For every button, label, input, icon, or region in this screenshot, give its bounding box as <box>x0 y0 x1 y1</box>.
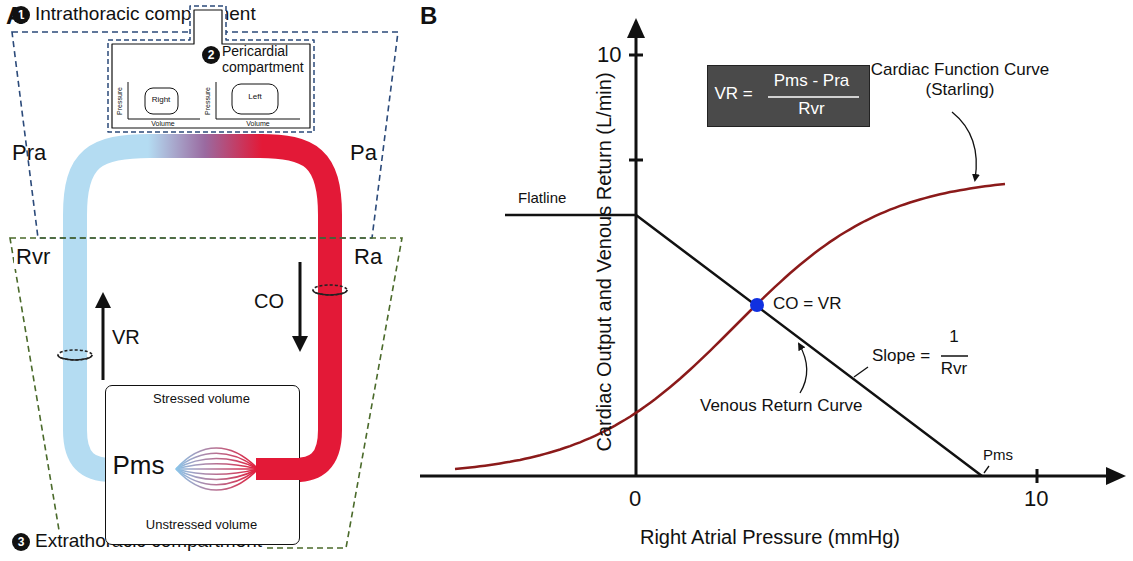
pv-axes <box>128 82 200 119</box>
leader-line <box>854 367 868 377</box>
axis-label: Pressure <box>204 87 212 115</box>
resistance-ring <box>313 290 347 295</box>
x-axis <box>420 475 1110 478</box>
compartment-outline: 1Intrathoracic compartment2Pericardial c… <box>10 2 402 240</box>
pv-loop <box>145 88 178 114</box>
pv-loop <box>232 84 278 114</box>
axis-label: Pressure <box>116 87 124 115</box>
venule-line <box>176 453 258 469</box>
point-label: CO = VR <box>773 294 842 314</box>
reservoir-box: Stressed volumePmsUnstressed volume <box>105 385 300 545</box>
volume-label: Stressed volume <box>153 392 250 407</box>
axis-title: Cardiac Output and Venous Return (L/min) <box>593 72 616 451</box>
flow-arrow <box>102 298 105 380</box>
axis-arrowhead <box>1106 467 1126 485</box>
flow-arrow <box>299 262 302 346</box>
compartment-outline: 3Extrathoracic compartmentStressed volum… <box>8 236 404 556</box>
venule-line <box>176 469 258 490</box>
resistance-ring <box>58 355 92 360</box>
callout-number: 3 <box>12 533 30 551</box>
axis-label: Volume <box>246 120 269 128</box>
y-axis <box>635 34 638 476</box>
tick-label: 10 <box>597 42 621 67</box>
leader-line <box>799 344 807 393</box>
venous-return-curve <box>505 215 982 476</box>
formula-box: VR = Pms - PraRvr <box>707 65 870 127</box>
pericardium-outline <box>108 6 314 132</box>
axis-tick <box>1036 469 1039 483</box>
fraction-bar <box>941 355 968 357</box>
arterial-pipe <box>256 458 302 480</box>
axis-title: Right Atrial Pressure (mmHg) <box>640 526 900 549</box>
curve-label: Flatline <box>518 189 566 206</box>
resistance-label: Rvr <box>14 244 52 269</box>
flow-label: VR <box>112 326 140 349</box>
chamber-label: Left <box>248 92 261 101</box>
resistance-ring <box>313 285 347 295</box>
resistance-label: Ra <box>352 244 384 269</box>
axis-arrowhead <box>627 18 645 38</box>
formula-text: VR = <box>715 84 753 104</box>
pressure-symbol: Pms <box>113 451 165 481</box>
heart-pipe <box>146 134 264 158</box>
compartment-outline <box>10 238 402 548</box>
tick-label: 0 <box>629 486 641 511</box>
pressure-label: Pa <box>350 140 377 165</box>
venule-line <box>176 468 258 470</box>
compartment-title: Pericardial compartment <box>222 43 314 75</box>
panel-letter: A <box>6 2 23 30</box>
axis-tick <box>629 159 643 162</box>
pressure-label: Pra <box>12 140 46 165</box>
cardiac-function-curve <box>455 184 1005 469</box>
axis-label: Volume <box>151 120 174 128</box>
venule-line <box>176 469 258 485</box>
callout-number: 2 <box>202 46 220 64</box>
intercept-label: Pms <box>983 446 1013 463</box>
fraction-bar <box>768 96 859 98</box>
curve-label: Cardiac Function Curve (Starling) <box>865 60 1055 99</box>
volume-label: Unstressed volume <box>146 518 257 533</box>
resistance-ring <box>58 350 92 360</box>
chamber-label: Right <box>152 95 171 104</box>
venule-line <box>176 459 258 470</box>
pericardium-box: 2Pericardial compartment <box>104 2 318 134</box>
venule-line <box>176 469 258 474</box>
curve-label: Venous Return Curve <box>700 396 863 416</box>
venule-line <box>176 448 258 469</box>
axis-tick <box>629 54 643 57</box>
slope-label: Slope = <box>872 346 930 366</box>
leader-line <box>984 466 989 473</box>
slope-label: Rvr <box>941 359 967 379</box>
venule-line <box>176 464 258 469</box>
tick-label: 10 <box>1024 486 1048 511</box>
formula-text: Rvr <box>798 99 824 119</box>
formula-text: Pms - Pra <box>774 71 850 91</box>
pv-axes <box>216 82 300 119</box>
equilibrium-point <box>750 298 764 312</box>
panel-letter: B <box>420 2 437 30</box>
slope-label: 1 <box>949 327 958 347</box>
flow-label: CO <box>254 290 284 313</box>
leader-line <box>952 112 976 180</box>
